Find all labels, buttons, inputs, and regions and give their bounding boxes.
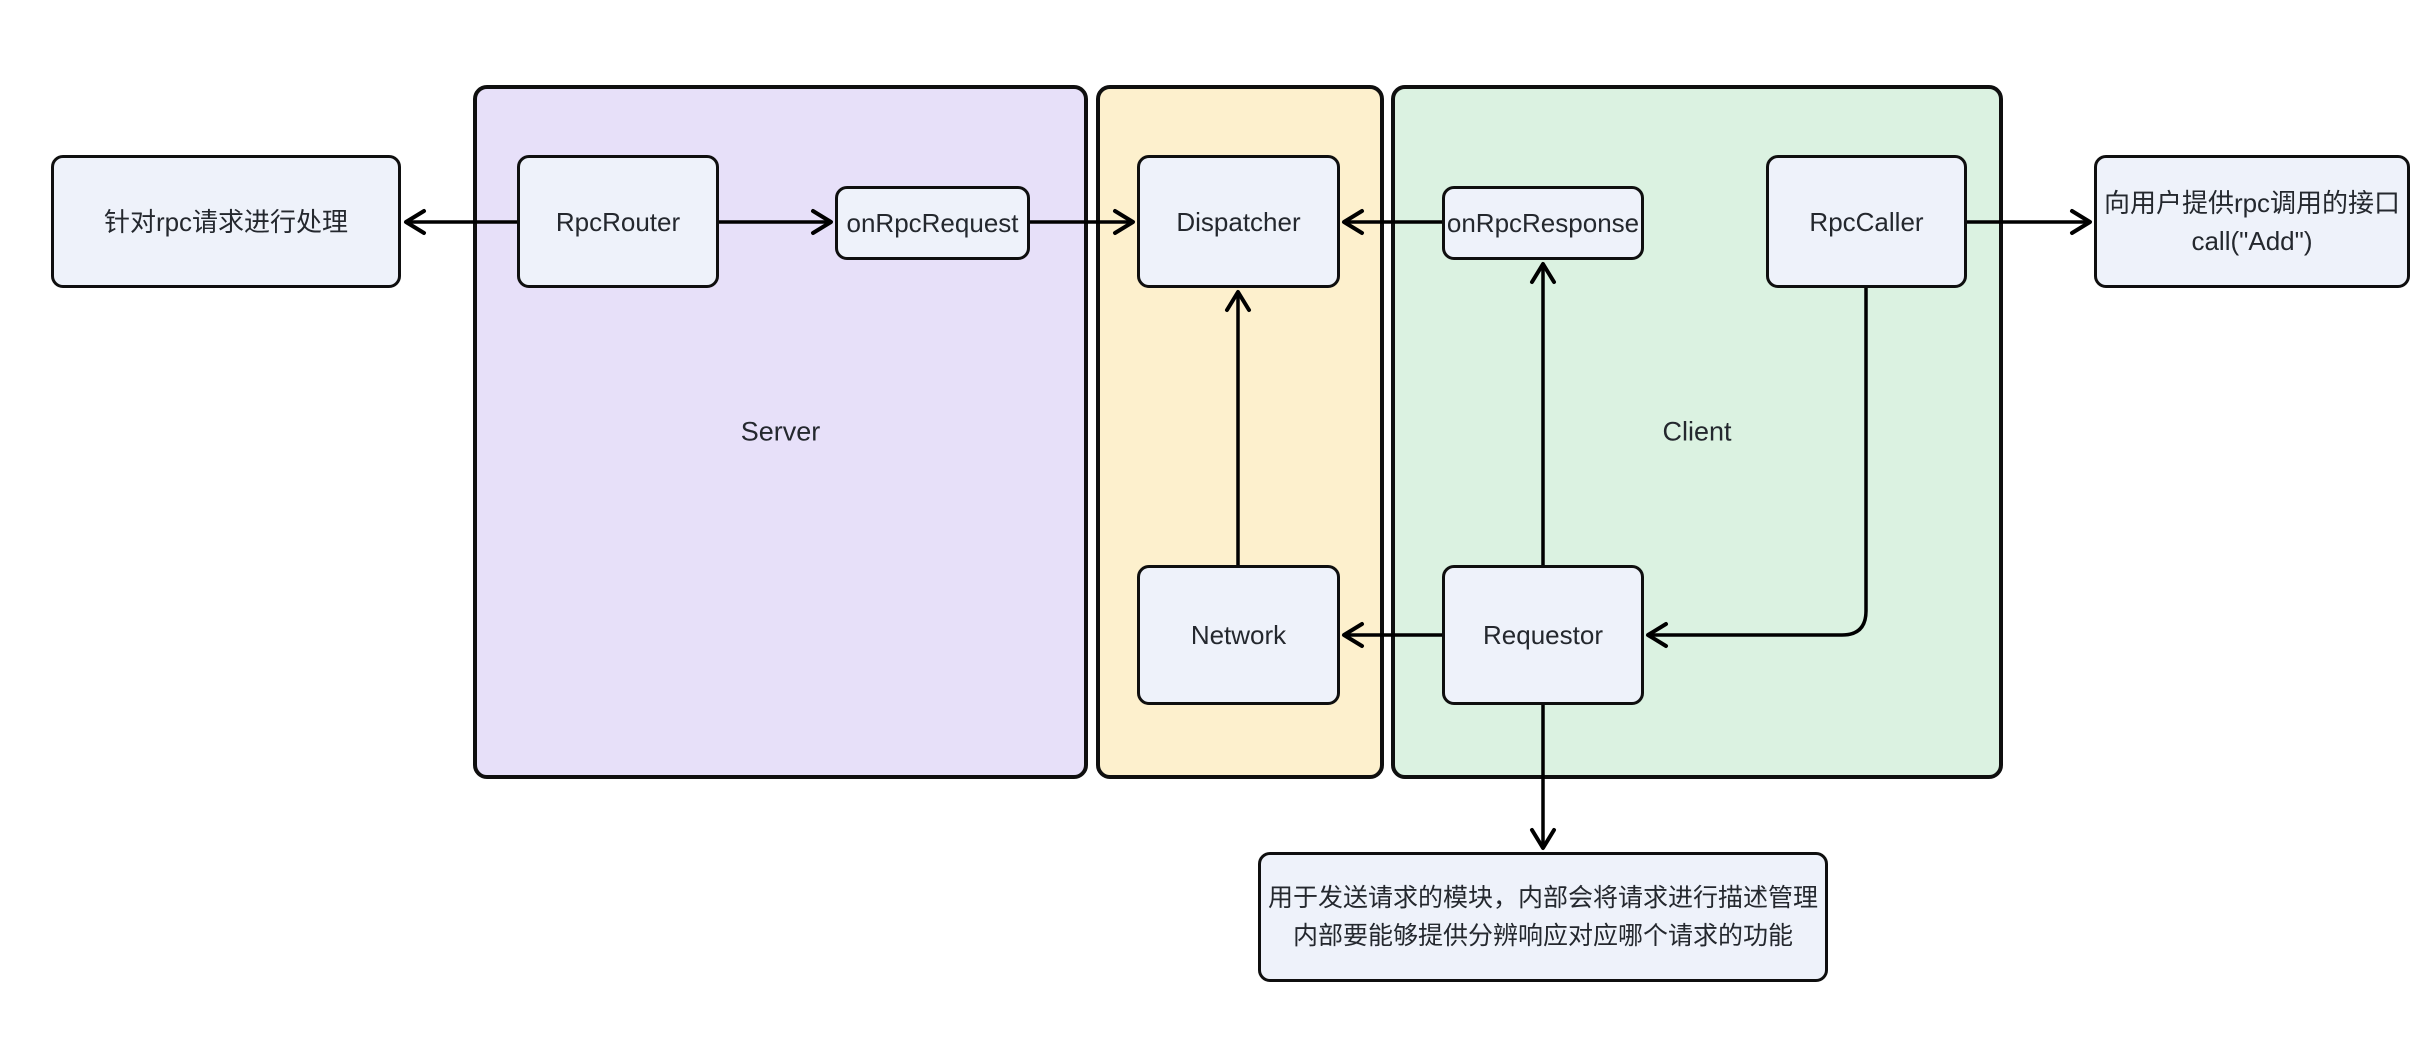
- node-rpccaller-label: RpcCaller: [1809, 206, 1924, 237]
- node-onrpcresponse: onRpcResponse: [1442, 186, 1644, 260]
- node-onrpcrequest: onRpcRequest: [835, 186, 1030, 260]
- node-onrpcrequest-label: onRpcRequest: [846, 208, 1019, 238]
- node-dispatcher: Dispatcher: [1137, 155, 1340, 288]
- node-requestor-label: Requestor: [1483, 620, 1603, 650]
- note-rpc-call-interface: 向用户提供rpc调用的接口 call("Add"): [2094, 155, 2410, 288]
- client-group-label: Client: [1662, 416, 1732, 447]
- note-rpc-call-interface-line1: 向用户提供rpc调用的接口: [2103, 187, 2401, 218]
- server-group-label: Server: [740, 416, 821, 447]
- note-rpc-call-interface-line2: call("Add"): [2191, 225, 2313, 256]
- note-handle-rpc-request-text: 针对rpc请求进行处理: [103, 206, 349, 237]
- node-rpccaller: RpcCaller: [1766, 155, 1967, 288]
- node-network-label: Network: [1190, 620, 1287, 650]
- note-requestor-description: 用于发送请求的模块，内部会将请求进行描述管理 内部要能够提供分辨响应对应哪个请求…: [1258, 852, 1828, 982]
- note-handle-rpc-request: 针对rpc请求进行处理: [51, 155, 401, 288]
- note-requestor-description-line1: 用于发送请求的模块，内部会将请求进行描述管理: [1267, 884, 1818, 912]
- node-network: Network: [1137, 565, 1340, 705]
- node-dispatcher-label: Dispatcher: [1176, 206, 1301, 237]
- note-requestor-description-line2: 内部要能够提供分辨响应对应哪个请求的功能: [1292, 922, 1793, 950]
- node-rpcrouter: RpcRouter: [517, 155, 719, 288]
- node-requestor: Requestor: [1442, 565, 1644, 705]
- node-rpcrouter-label: RpcRouter: [555, 206, 681, 237]
- node-onrpcresponse-label: onRpcResponse: [1446, 208, 1640, 238]
